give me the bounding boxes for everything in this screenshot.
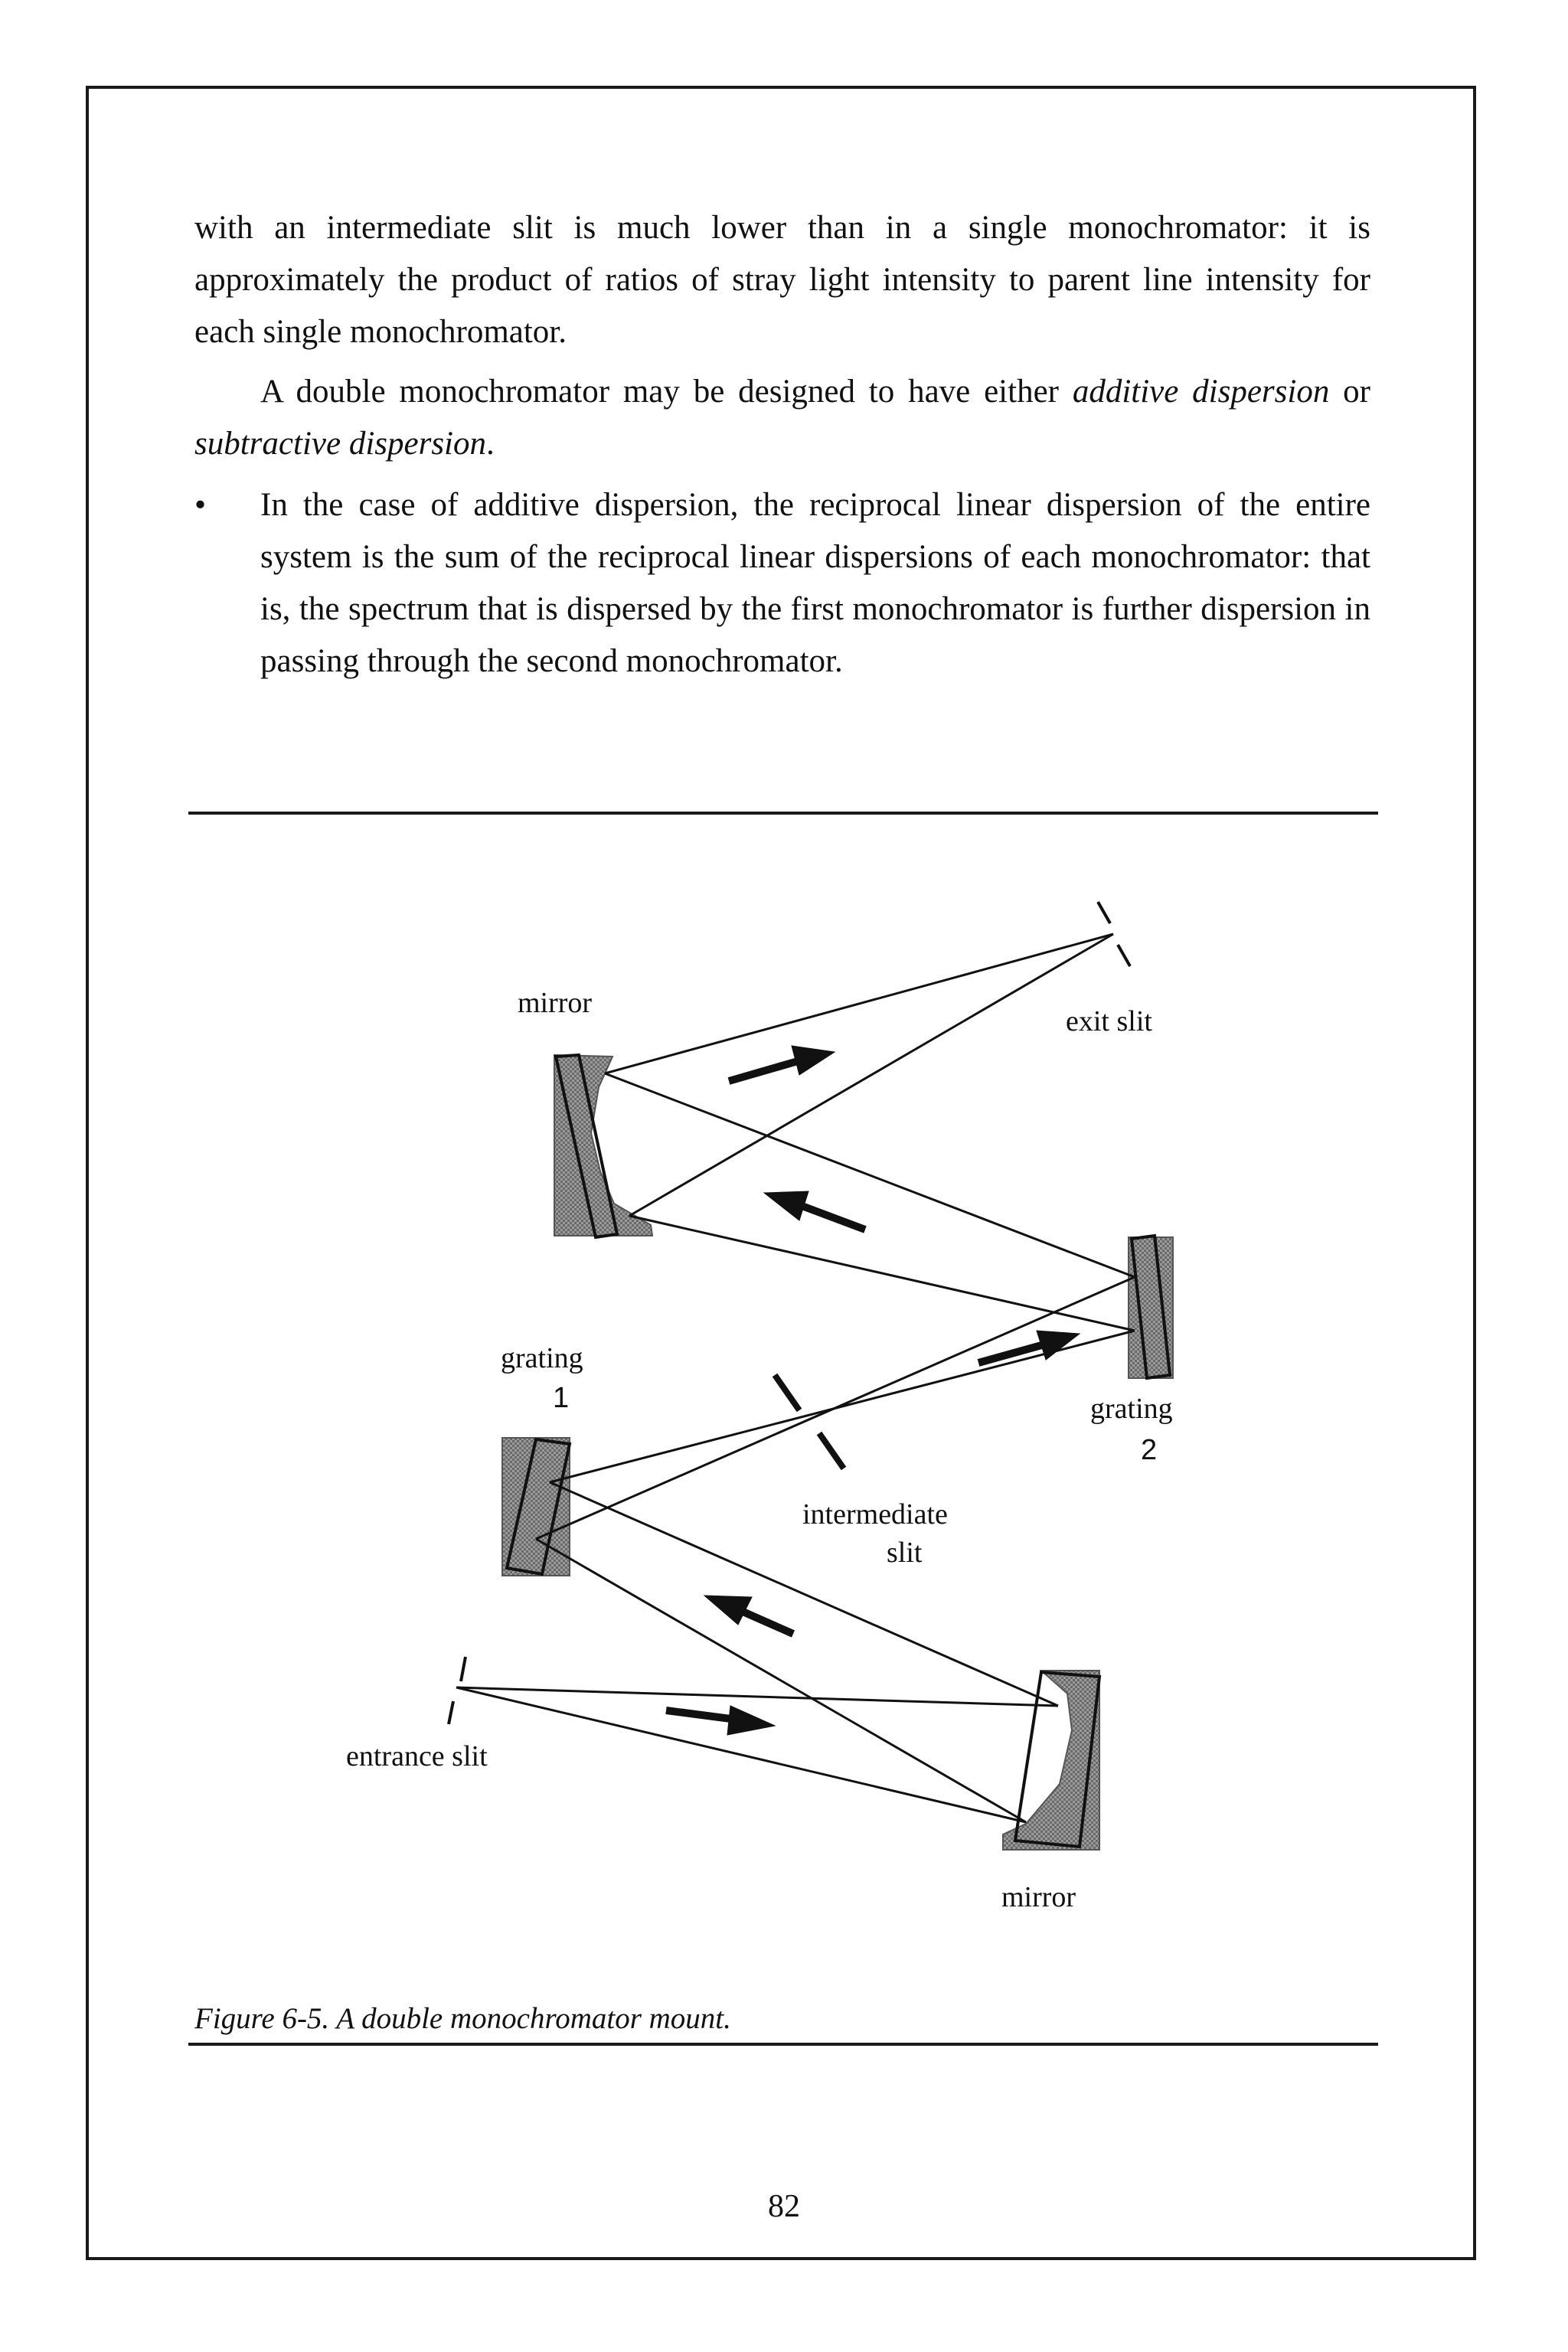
- page-number: 82: [768, 2189, 800, 2224]
- paragraph-text: A double monochromator may be designed t…: [260, 374, 1073, 410]
- page-border: [86, 86, 1476, 2260]
- figure-caption: Figure 6-5. A double monochromator mount…: [194, 2002, 731, 2035]
- paragraph-dispersion-types: A double monochromator may be designed t…: [194, 366, 1370, 470]
- bullet-icon: •: [194, 487, 207, 523]
- figure-bottom-rule: [188, 2043, 1378, 2046]
- figure-top-rule: [188, 812, 1378, 815]
- bullet-item-additive: • In the case of additive dispersion, th…: [194, 479, 1370, 688]
- paragraph-text: .: [486, 426, 495, 462]
- term-additive-dispersion: additive dispersion: [1072, 374, 1330, 410]
- bullet-text: In the case of additive dispersion, the …: [260, 487, 1370, 679]
- paragraph-text: or: [1329, 374, 1370, 410]
- paragraph-stray-light: with an intermediate slit is much lower …: [194, 210, 1370, 350]
- term-subtractive-dispersion: subtractive dispersion: [194, 426, 486, 462]
